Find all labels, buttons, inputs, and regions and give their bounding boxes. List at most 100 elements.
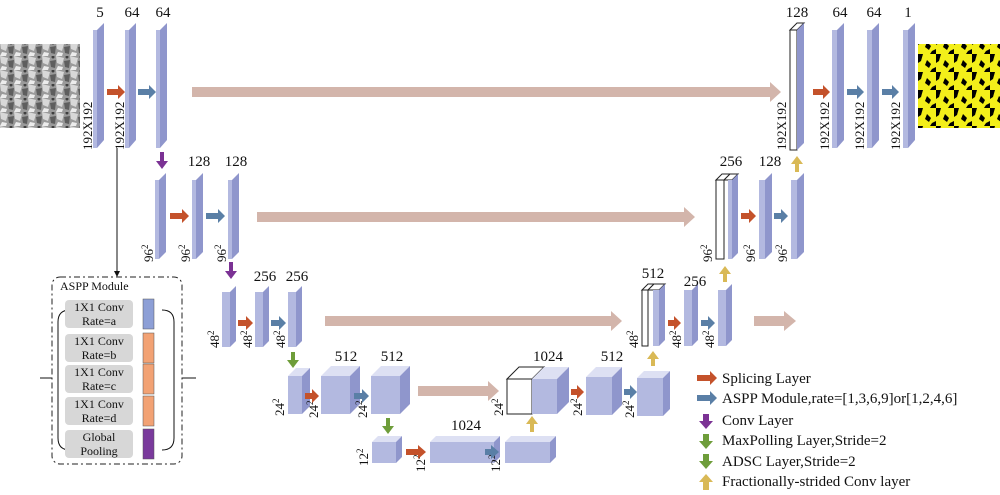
aspp-module-title: ASPP Module	[60, 279, 129, 293]
decoder-l3-dim-3: 482	[701, 331, 717, 349]
bottom-dim-1: 122	[355, 449, 371, 467]
aspp-arrow	[624, 385, 637, 399]
decoder-l2-dim-2: 962	[742, 245, 758, 263]
splicing-arrow	[107, 85, 125, 99]
aspp-arrow	[206, 209, 225, 223]
decoder-l3-dim-2: 482	[668, 331, 684, 349]
aspp-branch-global-pooling: Global Pooling	[65, 428, 155, 460]
aspp-branch-a-swatch	[142, 298, 155, 330]
encoder-l4-block-2	[321, 366, 360, 414]
bottom-block-1	[372, 436, 402, 463]
decoder-l4-dim-3: 242	[621, 401, 637, 419]
encoder-l2-channel-1: 128	[188, 154, 211, 170]
aspp-branch-d: 1X1 Conv Rate=d	[65, 395, 155, 427]
splicing-arrow	[305, 389, 319, 403]
aspp-arrow	[138, 85, 156, 99]
decoder-l3-block-2	[684, 284, 698, 346]
decoder-l4-dim-1: 242	[490, 399, 506, 417]
bottom-dim-3: 122	[487, 455, 503, 473]
upconv-arrow-up-l3	[719, 266, 731, 282]
encoder-l2-dim-1: 962	[140, 245, 156, 263]
splicing-arrow	[170, 209, 189, 223]
encoder-l3-block-3	[288, 286, 302, 347]
aspp-module-box	[51, 276, 183, 465]
decoder-l1-block-concat	[788, 22, 806, 151]
decoder-l4-channel-1: 1024	[533, 349, 564, 365]
aspp-branch-c-line1: 1X1 Conv	[74, 365, 124, 379]
decoder-l4-block-3	[637, 371, 670, 416]
upconv-arrow-up-l4	[647, 351, 659, 366]
decoder-l4-block-concat	[505, 366, 569, 415]
decoder-l1-block-2	[832, 23, 844, 148]
encoder-l2-dim-3: 962	[213, 245, 229, 263]
encoder-l1-block-2	[125, 23, 136, 148]
decoder-l3-block-3	[718, 284, 732, 346]
decoder-l1-dim-4: 192X192	[888, 102, 903, 150]
legend-splicing-arrow	[697, 371, 717, 385]
skip-connection-arrow-l4	[418, 381, 499, 401]
decoder-l2-channel-1: 256	[720, 154, 743, 170]
upconv-arrow-up-bottom	[526, 416, 538, 432]
encoder-l4-channel-2: 512	[381, 349, 404, 365]
conv-arrow-down-l2	[225, 262, 237, 279]
skip-connection-arrow-l3	[325, 311, 622, 331]
decoder-l2-block-2	[759, 173, 772, 259]
decoder-l1-channel-1: 128	[786, 5, 809, 21]
decoder-l2-block-concat	[714, 173, 740, 260]
legend-aspp-arrow	[697, 391, 717, 405]
splicing-arrow	[813, 85, 830, 99]
maxpool-arrow-down-l3	[287, 352, 299, 368]
input-rock-image	[0, 44, 80, 128]
encoder-l3-channel-2: 256	[286, 269, 309, 285]
encoder-l2-block-1	[155, 173, 166, 259]
upconv-arrow-up-l2	[791, 156, 803, 172]
bottom-block-3	[505, 436, 556, 463]
splicing-arrow	[741, 209, 756, 223]
aspp-branch-global-line2: Pooling	[80, 444, 117, 458]
legend-upconv-arrow	[699, 474, 713, 490]
legend-label-maxpool: MaxPolling Layer,Stride=2	[722, 433, 887, 449]
aspp-branch-a: 1X1 Conv Rate=a	[65, 298, 155, 330]
aspp-branch-b-line1: 1X1 Conv	[74, 334, 124, 348]
aspp-branch-b-line2: Rate=b	[82, 348, 117, 362]
encoder-l2-dim-2: 962	[177, 245, 193, 263]
decoder-l4-block-2	[586, 367, 622, 415]
decoder-l2-dim-1: 962	[699, 245, 715, 263]
encoder-l3-dim-2: 482	[239, 331, 255, 349]
encoder-l3-channel-1: 256	[254, 269, 277, 285]
skip-connection-arrow-l2	[257, 207, 695, 227]
decoder-l1-channel-2: 64	[833, 5, 849, 21]
aspp-branch-global-swatch	[142, 428, 155, 460]
aspp-branch-a-line1: 1X1 Conv	[74, 300, 124, 314]
encoder-l4-dim-2: 242	[305, 401, 321, 419]
aspp-branch-d-line2: Rate=d	[82, 411, 117, 425]
output-continue-arrow	[754, 311, 796, 331]
encoder-l4-dim-1: 242	[271, 399, 287, 417]
decoder-l1-channel-3: 64	[867, 5, 883, 21]
aspp-arrow	[882, 85, 899, 99]
encoder-l1-block-1	[93, 23, 104, 148]
aspp-left-brace	[57, 309, 71, 451]
encoder-l3-dim-3: 482	[272, 331, 288, 349]
encoder-l3-block-2	[255, 286, 269, 347]
splicing-arrow	[668, 316, 681, 330]
decoder-l1-dim-3: 192X192	[852, 102, 867, 150]
encoder-l2-block-2	[192, 173, 203, 259]
legend-label-splicing: Splicing Layer	[722, 371, 811, 387]
encoder-l1-channel-3: 64	[156, 5, 172, 21]
aspp-branch-d-line1: 1X1 Conv	[74, 397, 124, 411]
aspp-right-brace	[161, 309, 175, 451]
bottom-block-2	[430, 436, 500, 463]
encoder-l4-channel-1: 512	[335, 349, 358, 365]
decoder-l1-dim-1: 192X192	[774, 102, 789, 150]
legend-conv-arrow	[699, 414, 713, 429]
decoder-l2-dim-3: 962	[774, 245, 790, 263]
decoder-l3-channel-1: 512	[642, 266, 665, 282]
aspp-branch-c-line2: Rate=c	[82, 379, 116, 393]
encoder-l4-block-1	[288, 368, 310, 414]
legend-label-conv: Conv Layer	[722, 413, 793, 429]
decoder-l1-dim-2: 192X192	[817, 102, 832, 150]
output-segmentation-image	[918, 44, 1000, 128]
legend-label-aspp: ASPP Module,rate=[1,3,6,9]or[1,2,4,6]	[722, 391, 957, 407]
